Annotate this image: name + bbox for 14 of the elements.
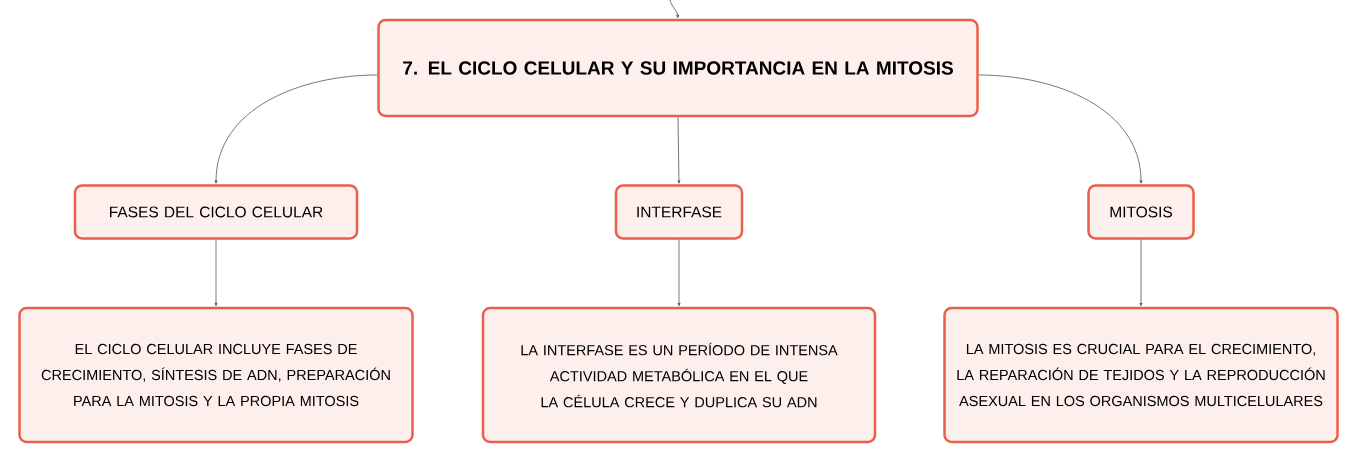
description-box: LA MITOSIS ES CRUCIAL PARA EL CRECIMIENTO, LA REPARACIÓN DE TEJIDOS Y LA REPRODUCCIÓN ASEXUAL EN LOS ORGANISMOS MULTICELULARES <box>943 306 1339 444</box>
arrow <box>669 0 680 19</box>
subtopic-box: MITOSIS <box>1087 184 1195 240</box>
description-box: LA INTERFASE ES UN PERÍODO DE INTENSA ACTIVIDAD METABÓLICA EN EL QUE LA CÉLULA CRECE Y DUPLICA SU ADN <box>481 306 877 444</box>
subtopic-box: INTERFASE <box>614 184 744 240</box>
topic-box: 7. EL CICLO CELULAR Y SU IMPORTANCIA EN LA MITOSIS <box>377 18 979 118</box>
description-box: EL CICLO CELULAR INCLUYE FASES DE CRECIMIENTO, SÍNTESIS DE ADN, PREPARACIÓN PARA LA MITOSIS Y LA PROPIA MITOSIS <box>18 306 414 444</box>
arrow <box>677 239 681 307</box>
arrow <box>214 74 378 184</box>
arrow <box>677 116 681 184</box>
subtopic-box: FASES DEL CICLO CELULAR <box>73 184 359 240</box>
arrow <box>214 239 218 307</box>
arrow <box>1139 239 1143 307</box>
arrow <box>978 74 1143 184</box>
